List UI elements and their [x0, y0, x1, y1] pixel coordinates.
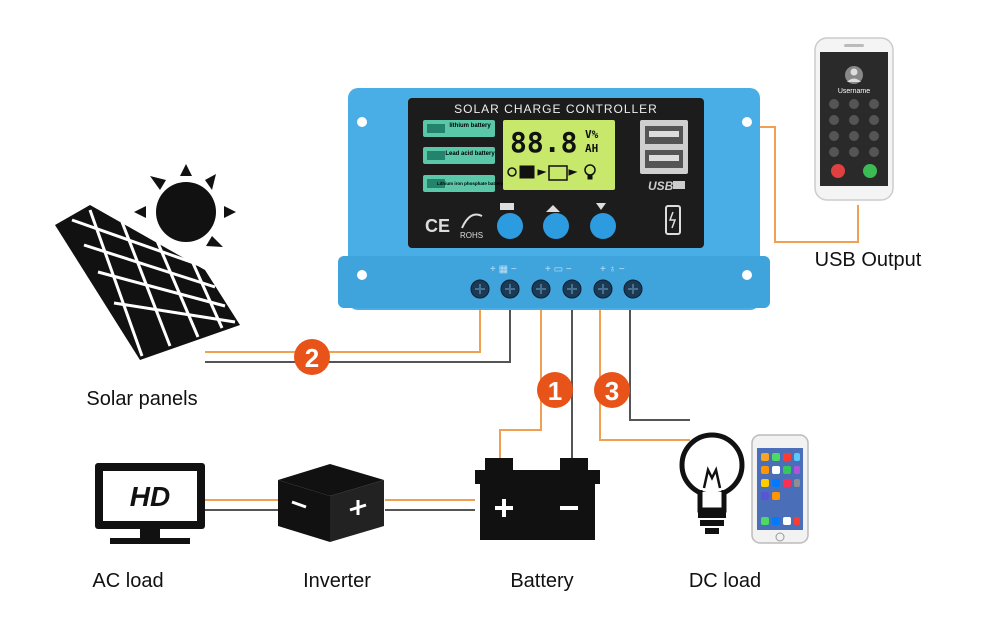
phone-keypad: [829, 99, 879, 157]
svg-text:1: 1: [548, 376, 562, 406]
solar-panel-icon: [55, 164, 240, 360]
decline-call-icon: [831, 164, 845, 178]
charge-controller: SOLAR CHARGE CONTROLLER lithium battery …: [338, 88, 770, 310]
battery-type-1: lithium battery: [449, 123, 491, 129]
svg-text:+ ▭ −: + ▭ −: [545, 264, 572, 275]
menu-button[interactable]: [497, 213, 523, 239]
up-button[interactable]: [543, 213, 569, 239]
rohs-mark: ROHS: [460, 231, 483, 240]
step-badge-3: 3: [594, 372, 630, 408]
battery-type-list: lithium battery Lead acid battery Lithiu…: [423, 120, 504, 192]
down-button[interactable]: [590, 213, 616, 239]
battery-type-2: Lead acid battery: [445, 151, 495, 157]
smartphone-dc-icon: [751, 434, 809, 544]
svg-text:2: 2: [305, 343, 319, 373]
step-badge-1: 1: [537, 372, 573, 408]
battery-icon: [475, 458, 600, 540]
accept-call-icon: [863, 164, 877, 178]
ce-mark: CE: [425, 216, 450, 236]
inverter-label: Inverter: [303, 570, 371, 592]
phone-username: Username: [838, 88, 870, 95]
usb-output-label: USB Output: [815, 249, 922, 271]
battery-label: Battery: [510, 570, 573, 592]
inverter-icon: [278, 464, 384, 542]
controller-title: SOLAR CHARGE CONTROLLER: [454, 102, 658, 116]
svg-text:+ ▦ −: + ▦ −: [490, 264, 517, 275]
battery-type-3: Lithium iron phosphate battery: [437, 181, 504, 186]
ac-load-label: AC load: [92, 570, 163, 592]
hd-text: HD: [130, 481, 170, 512]
sun-icon: [134, 164, 236, 247]
terminal-block: + ▦ − + ▭ − + ♁ −: [470, 264, 643, 299]
svg-text:+ ♁ −: + ♁ −: [600, 264, 625, 275]
lcd-flow-icons: [507, 164, 596, 181]
lcd-unit-top: V%: [585, 128, 599, 141]
lcd-unit-bottom: AH: [585, 142, 598, 155]
svg-text:3: 3: [605, 376, 619, 406]
load-wire-negative: [629, 300, 690, 421]
load-wire-positive: [599, 300, 690, 441]
dc-load-label: DC load: [689, 570, 761, 592]
step-badge-2: 2: [294, 339, 330, 375]
light-bulb-icon: [679, 432, 745, 534]
usb-mark: USB: [648, 179, 674, 193]
control-buttons: [497, 203, 681, 239]
lcd-digits: 88.8: [510, 126, 577, 159]
solar-panels-label: Solar panels: [86, 388, 197, 410]
smartphone-usb: Username: [814, 37, 894, 201]
hd-monitor-icon: HD: [95, 463, 205, 544]
wires: [205, 126, 859, 511]
battery-wire-positive: [499, 300, 542, 460]
